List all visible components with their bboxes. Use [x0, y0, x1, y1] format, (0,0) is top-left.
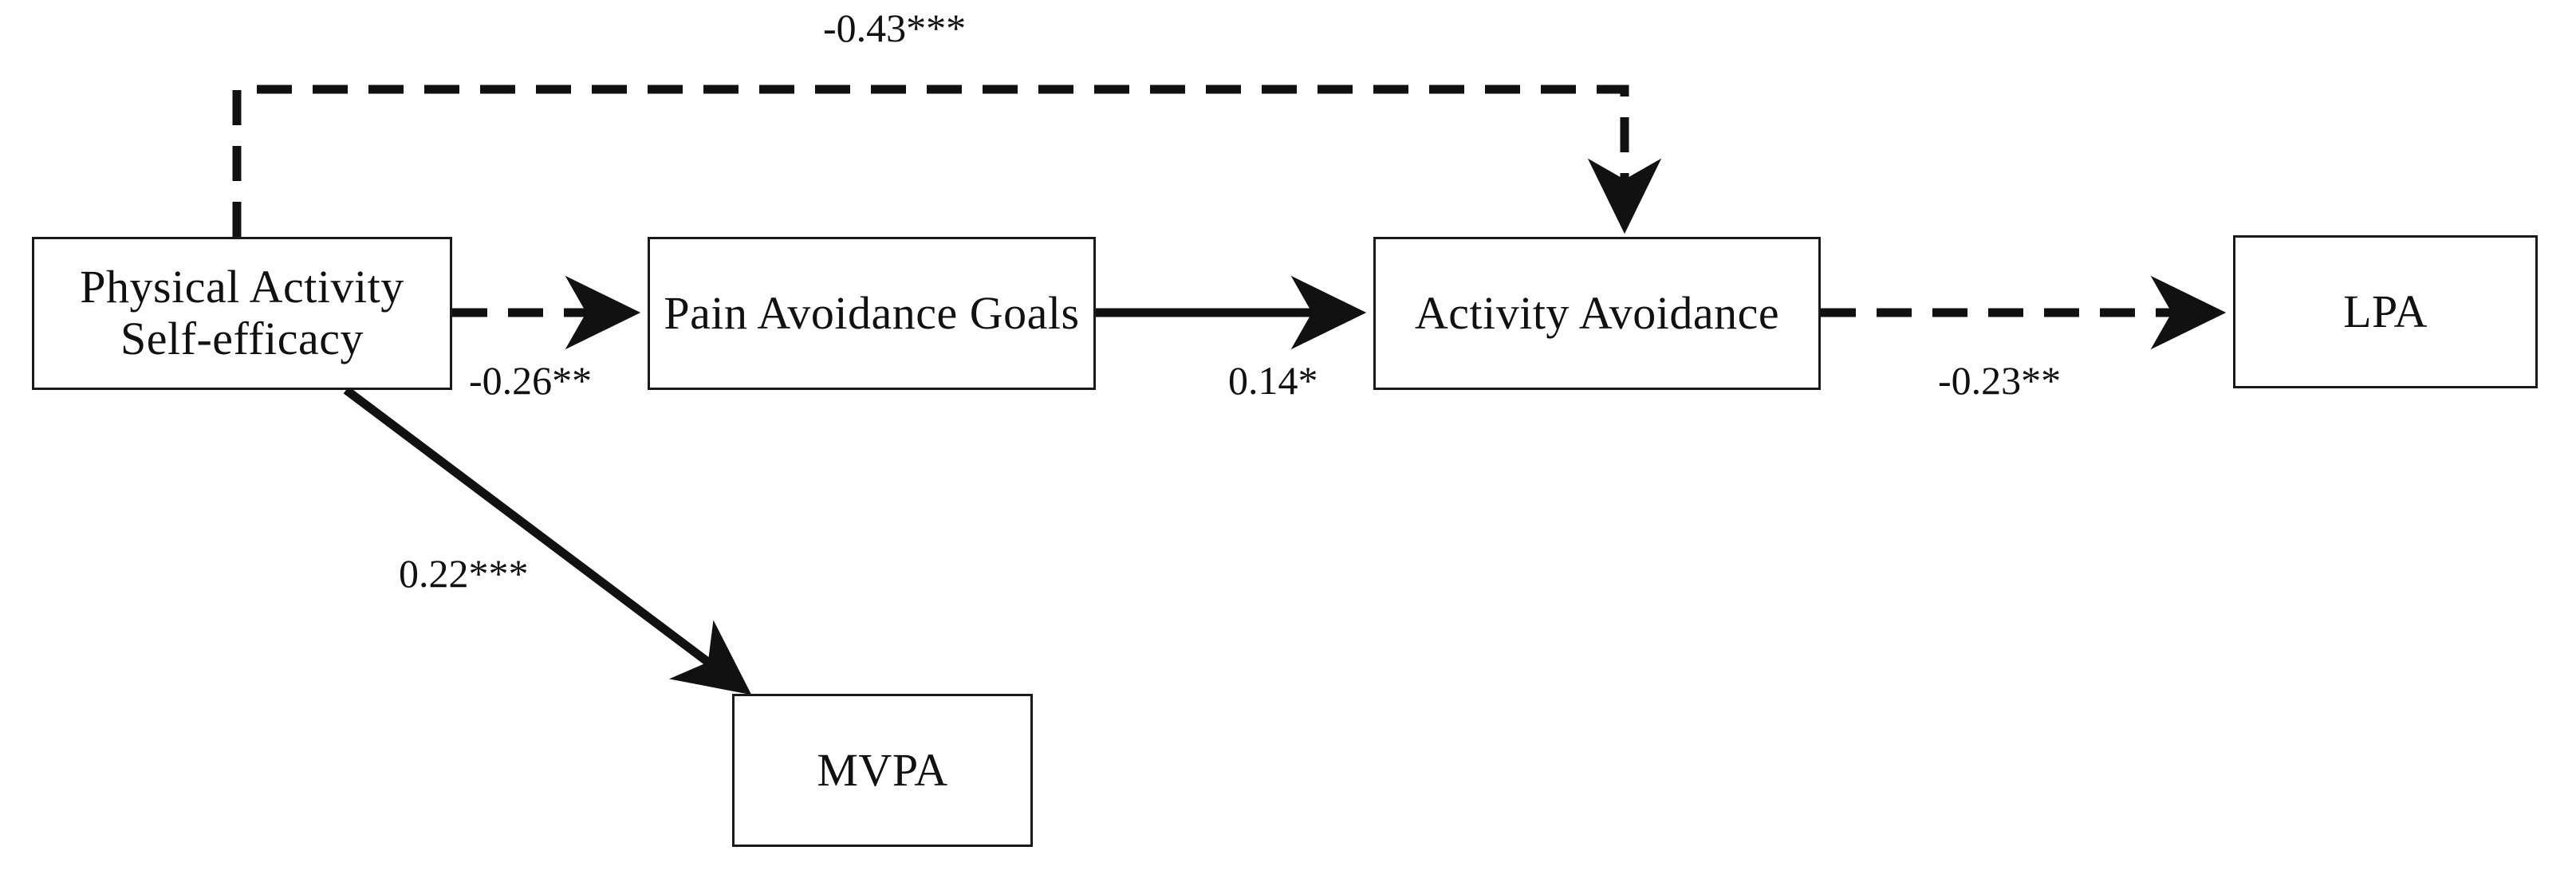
coef-label-pain-goals-to-activity-avoidance: 0.14*: [1228, 358, 1318, 403]
coef-label-se-to-activity-avoidance: -0.43***: [823, 6, 967, 50]
coef-label-activity-avoidance-to-lpa: -0.23**: [1938, 358, 2062, 403]
node-label-activity-avoidance: Activity Avoidance: [1414, 286, 1780, 339]
node-label-pain-avoidance-goals: Pain Avoidance Goals: [664, 286, 1080, 339]
node-label-pa-self-efficacy: Physical Activity Self-efficacy: [80, 261, 404, 364]
edge-se-to-activity-avoidance: [232, 85, 1662, 237]
node-pa-self-efficacy[interactable]: Physical Activity Self-efficacy: [32, 237, 452, 390]
node-mvpa[interactable]: MVPA: [732, 694, 1033, 847]
node-lpa[interactable]: LPA: [2233, 235, 2538, 388]
edge-se-to-mvpa: [343, 386, 752, 695]
node-label-mvpa: MVPA: [817, 743, 948, 796]
node-label-lpa: LPA: [2343, 285, 2428, 337]
coef-label-se-to-pain-goals: -0.26**: [469, 358, 593, 403]
node-activity-avoidance[interactable]: Activity Avoidance: [1373, 237, 1821, 390]
coef-label-se-to-mvpa: 0.22***: [399, 551, 529, 596]
node-pain-avoidance-goals[interactable]: Pain Avoidance Goals: [648, 237, 1096, 390]
